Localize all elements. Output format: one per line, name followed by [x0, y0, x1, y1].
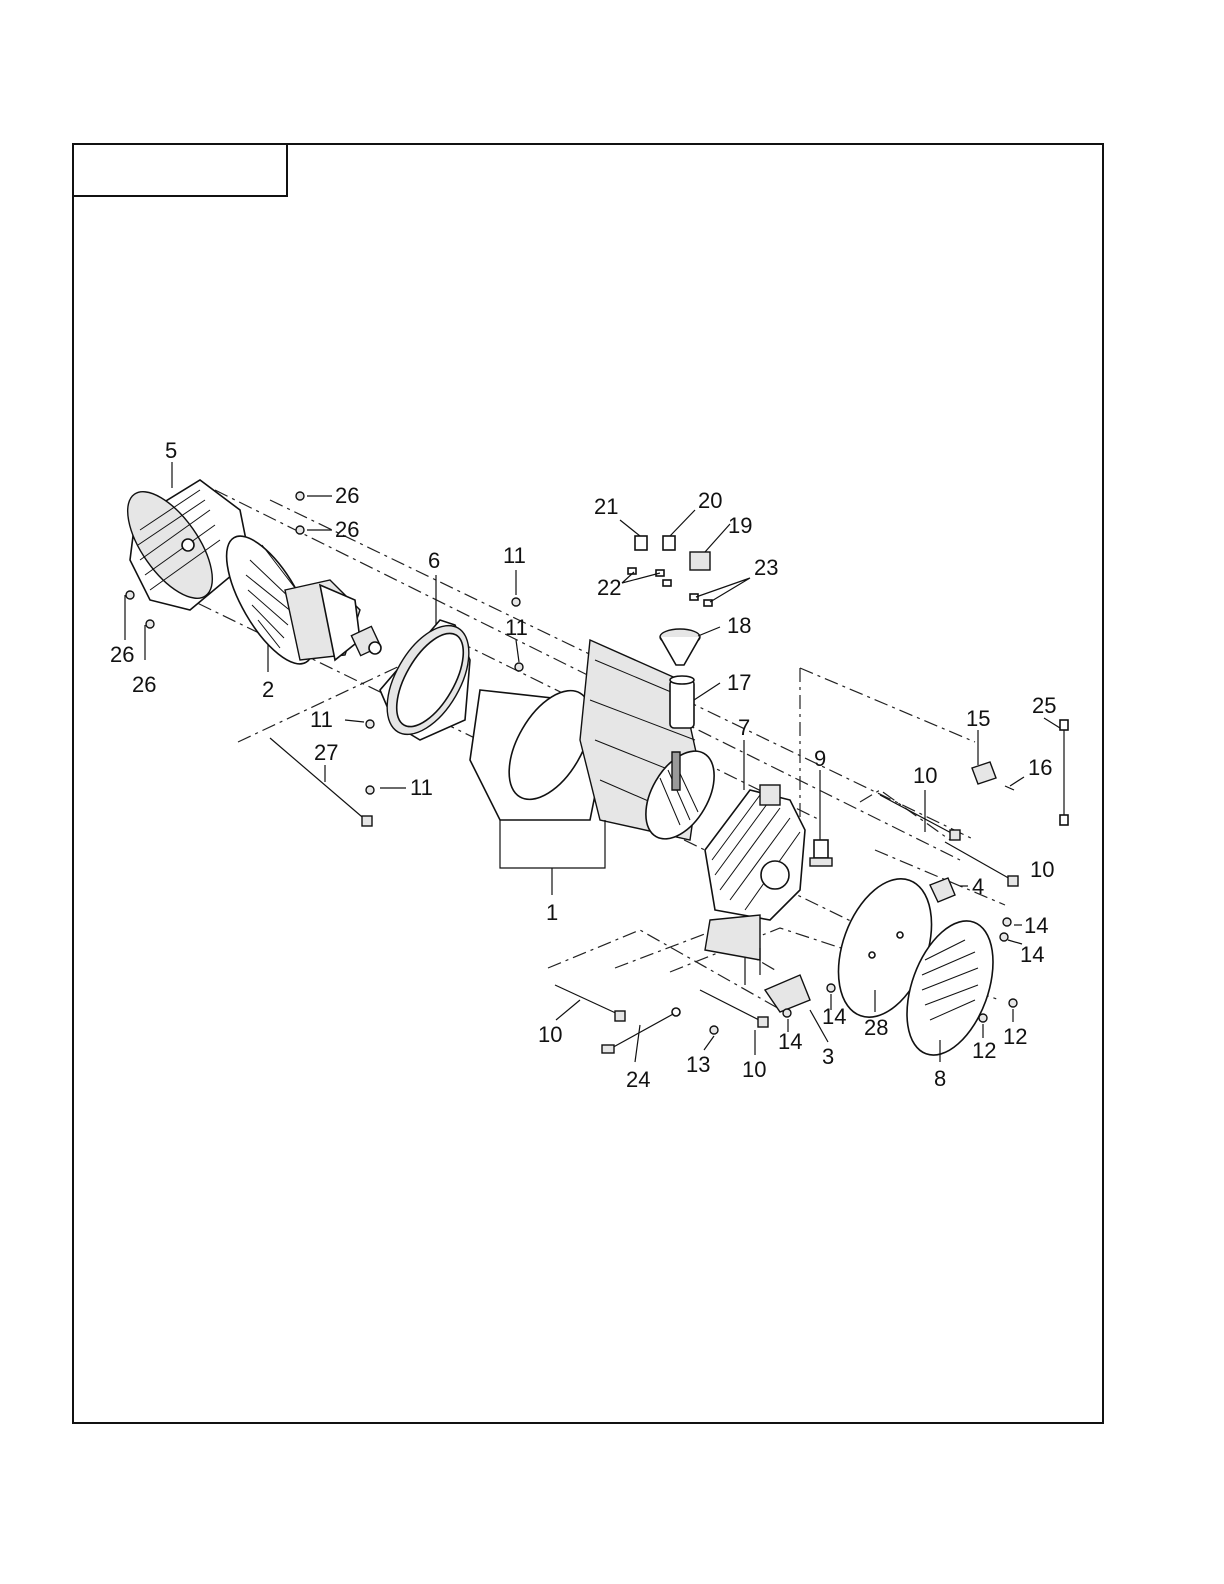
part-17-sleeve — [669, 675, 695, 729]
callout-labels: 5 26 26 26 26 2 6 11 11 11 11 27 1 21 20… — [110, 438, 1056, 1092]
part-4-bracket — [929, 877, 956, 903]
part-6-bracket-ring — [379, 619, 471, 741]
callout-14-fourth: 14 — [778, 1029, 802, 1054]
callout-leaders — [124, 462, 1061, 1063]
callout-8: 8 — [934, 1066, 946, 1091]
callout-22: 22 — [597, 575, 621, 600]
callout-12-left: 12 — [972, 1038, 996, 1063]
callout-10-right: 10 — [1030, 857, 1054, 882]
part-27-long-bolt — [269, 737, 373, 827]
callout-7: 7 — [738, 715, 750, 740]
part-15-switch — [971, 761, 997, 785]
small-screws — [125, 491, 1018, 1035]
callout-19: 19 — [728, 513, 752, 538]
callout-26-left: 26 — [110, 642, 134, 667]
callout-27: 27 — [314, 740, 338, 765]
callout-1: 1 — [546, 900, 558, 925]
callout-11-third: 11 — [310, 707, 333, 732]
callout-26-second: 26 — [335, 517, 359, 542]
callout-6: 6 — [428, 548, 440, 573]
part-18-cap — [659, 628, 701, 666]
callout-12-right: 12 — [1003, 1024, 1027, 1049]
callout-11-top: 11 — [503, 543, 526, 568]
diagram-frame — [72, 143, 1104, 1424]
part-7-end-housing — [704, 784, 806, 961]
callout-17: 17 — [727, 670, 751, 695]
callout-11-second: 11 — [505, 615, 528, 640]
part-5-fan-housing — [126, 479, 251, 611]
callout-25: 25 — [1032, 693, 1056, 718]
callout-4: 4 — [972, 874, 984, 899]
part-3-wire-cover — [744, 948, 811, 1013]
callout-14-third: 14 — [822, 1004, 846, 1029]
callout-21: 21 — [594, 494, 618, 519]
part-16-screw — [1004, 785, 1015, 791]
callout-5: 5 — [165, 438, 177, 463]
callout-16: 16 — [1028, 755, 1052, 780]
part-25-wire-lead — [1059, 719, 1069, 826]
callout-14-first: 14 — [1024, 913, 1048, 938]
callout-18: 18 — [727, 613, 751, 638]
callout-28: 28 — [864, 1015, 888, 1040]
part-8-end-cover — [906, 920, 994, 1056]
callout-14-second: 14 — [1020, 942, 1044, 967]
callout-24: 24 — [626, 1067, 650, 1092]
callout-15: 15 — [966, 706, 990, 731]
callout-20: 20 — [698, 488, 722, 513]
callout-26-left-lower: 26 — [132, 672, 156, 697]
part-9-brush-holder — [809, 839, 833, 867]
callout-10-lower: 10 — [742, 1057, 766, 1082]
callout-2: 2 — [262, 677, 274, 702]
part-2-rotor-fan — [225, 535, 382, 665]
callout-3: 3 — [822, 1044, 834, 1069]
callout-26-top: 26 — [335, 483, 359, 508]
callout-11-fourth: 11 — [410, 775, 433, 800]
part-10-bolts — [554, 794, 1019, 1028]
part-24-ground-wire — [601, 1007, 681, 1054]
callout-23: 23 — [754, 555, 778, 580]
callout-9: 9 — [814, 746, 826, 771]
callout-10-lower-left: 10 — [538, 1022, 562, 1047]
callout-10-upper: 10 — [913, 763, 937, 788]
title-box — [72, 143, 288, 197]
part-1-stator-shell — [469, 638, 715, 841]
callout-13: 13 — [686, 1052, 710, 1077]
